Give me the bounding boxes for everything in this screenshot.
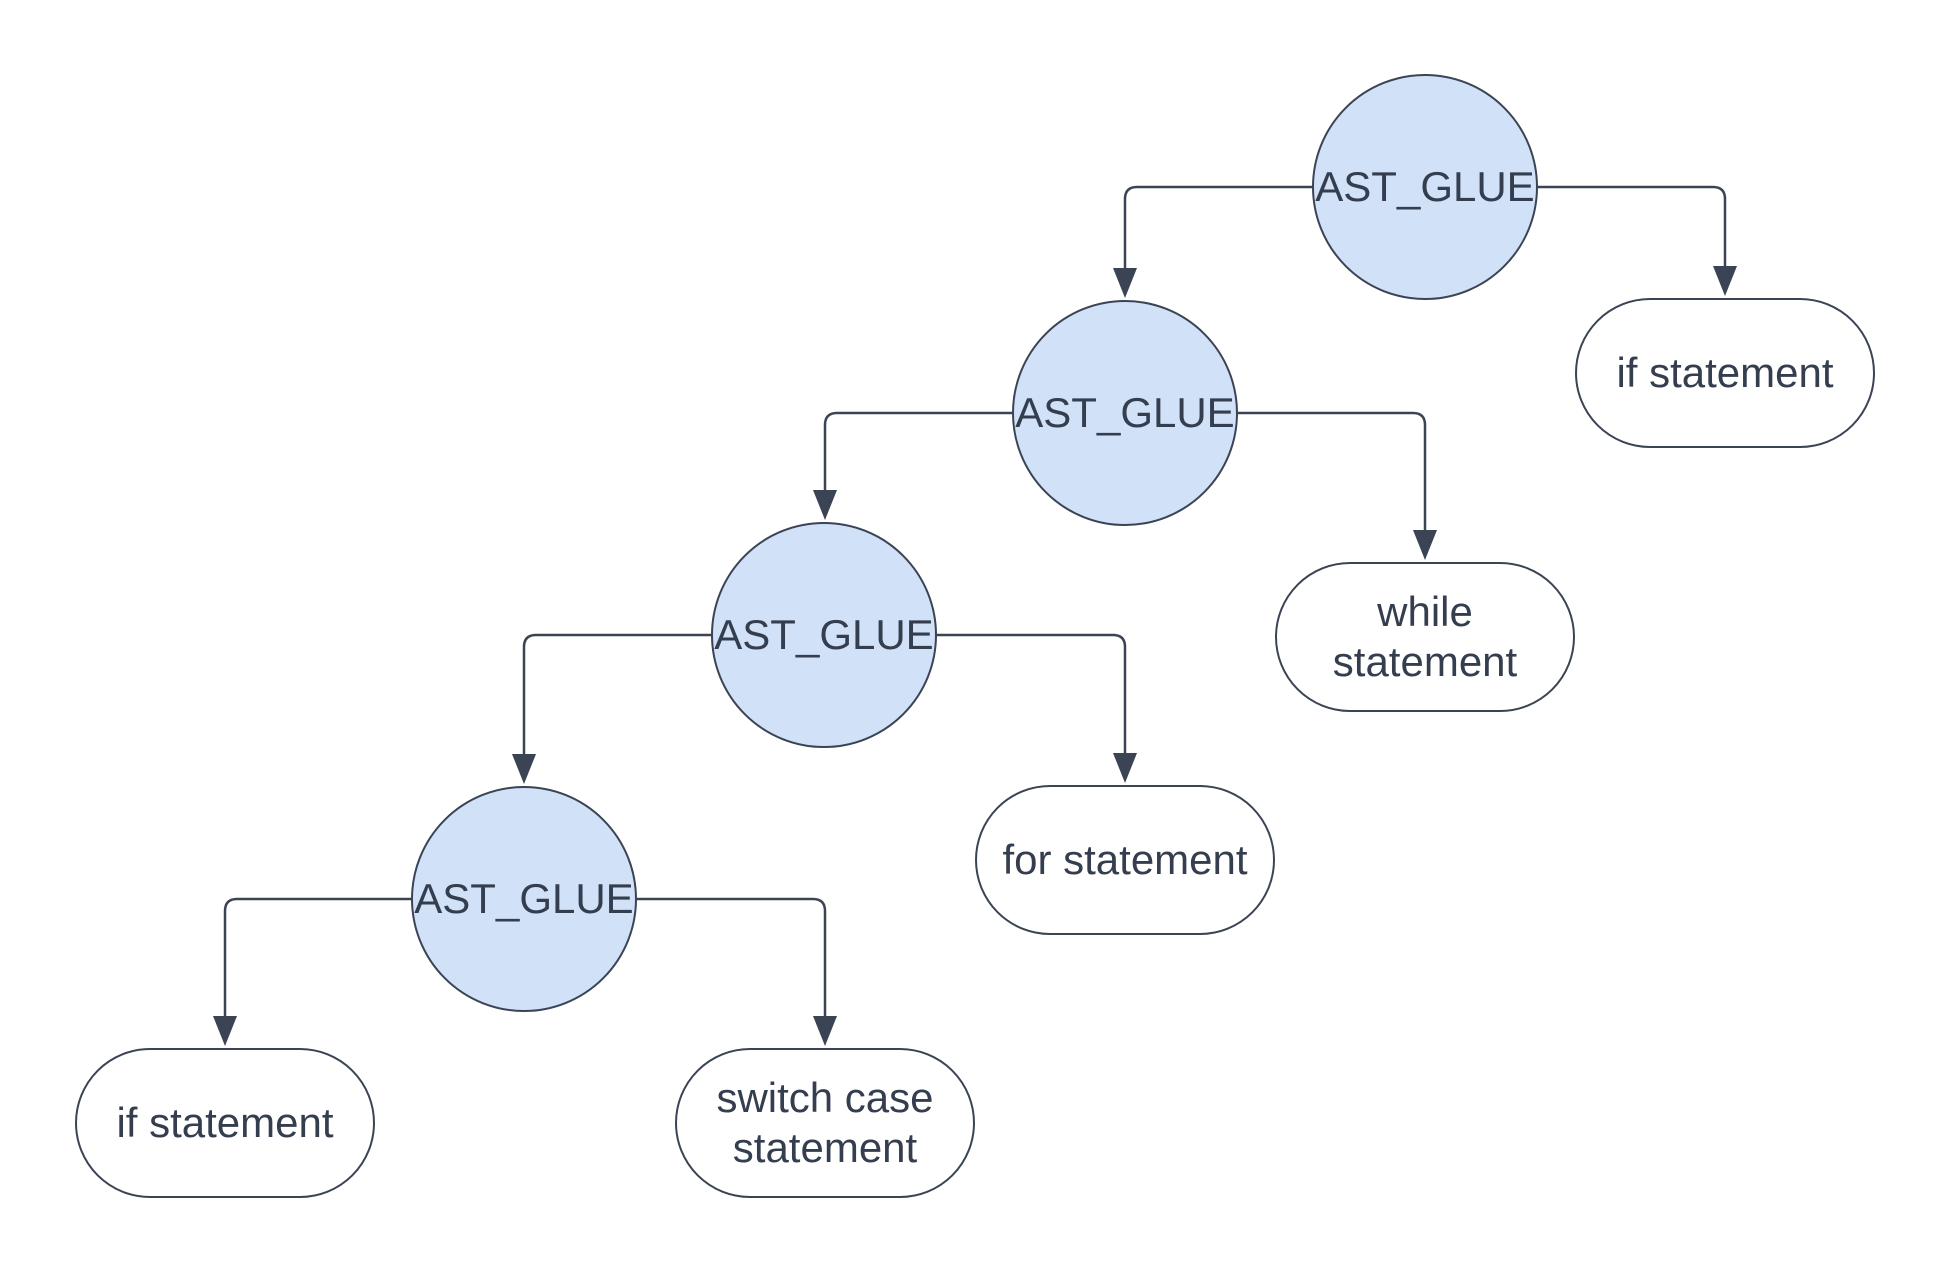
node-label: AST_GLUE	[1015, 388, 1235, 436]
node-label: AST_GLUE	[414, 874, 634, 922]
arrowhead-icon	[512, 754, 536, 784]
node-label: switch case statement	[716, 1073, 934, 1171]
edge-glue1-glue2	[1113, 185, 1313, 298]
edge-glue3-glue4	[512, 633, 712, 784]
ast-glue-node-3: AST_GLUE	[711, 522, 937, 748]
edge-glue2-leaf-while	[1236, 411, 1437, 560]
ast-glue-node-root: AST_GLUE	[1312, 74, 1538, 300]
leaf-node-if-statement-bottom: if statement	[75, 1048, 375, 1198]
edge-glue4-leaf-if-bottom	[213, 897, 412, 1046]
arrowhead-icon	[813, 490, 837, 520]
ast-glue-node-2: AST_GLUE	[1012, 300, 1238, 526]
edge-glue2-glue3	[813, 411, 1013, 520]
arrowhead-icon	[1113, 268, 1137, 298]
node-label: for statement	[1002, 835, 1248, 883]
edge-glue1-leaf-if-top	[1536, 185, 1737, 296]
edge-glue3-leaf-for	[935, 633, 1137, 783]
leaf-node-if-statement-top: if statement	[1575, 298, 1875, 448]
edge-glue4-leaf-switch	[635, 897, 837, 1046]
ast-glue-node-4: AST_GLUE	[411, 786, 637, 1012]
node-label: AST_GLUE	[714, 610, 934, 658]
arrowhead-icon	[1113, 753, 1137, 783]
node-label: if statement	[1616, 348, 1834, 396]
node-label: while statement	[1332, 587, 1518, 685]
leaf-node-switch-case-statement: switch case statement	[675, 1048, 975, 1198]
arrowhead-icon	[813, 1016, 837, 1046]
leaf-node-for-statement: for statement	[975, 785, 1275, 935]
arrowhead-icon	[213, 1016, 237, 1046]
leaf-node-while-statement: while statement	[1275, 562, 1575, 712]
node-label: AST_GLUE	[1315, 162, 1535, 210]
node-label: if statement	[116, 1098, 334, 1146]
arrowhead-icon	[1413, 530, 1437, 560]
arrowhead-icon	[1713, 266, 1737, 296]
